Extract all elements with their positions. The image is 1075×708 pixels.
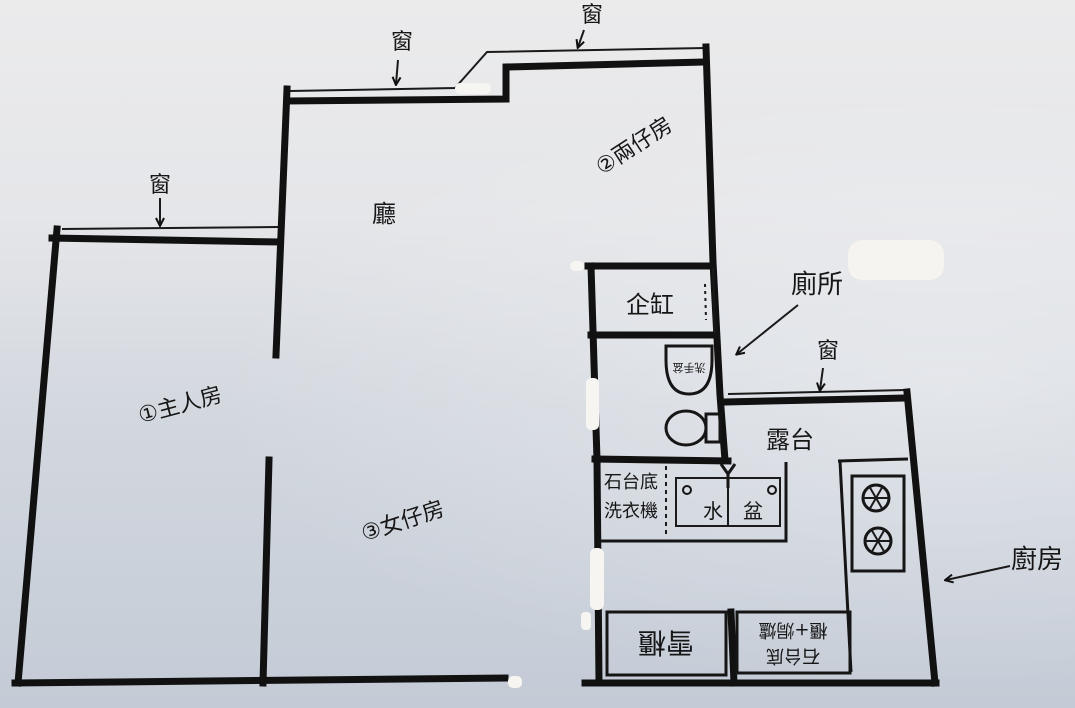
window-markers: 窗 窗 窗 窗 <box>149 3 839 390</box>
living-room-top-wall <box>283 58 710 105</box>
callouts: 廁所 廚房 <box>737 270 1063 580</box>
living-partition-wall <box>272 85 291 359</box>
burner-icon <box>863 526 893 556</box>
fridge-divider-wall <box>727 608 738 687</box>
counter-top-edge <box>837 457 909 463</box>
boys-room-label: ②兩仔房 <box>592 113 678 181</box>
shower-drain-line <box>704 283 707 321</box>
whiteout-patches <box>455 83 944 688</box>
window-line-master <box>61 226 279 230</box>
bathroom-fixtures <box>664 267 722 447</box>
kitchen-callout-label: 廚房 <box>1011 545 1063 575</box>
window-label-balcony: 窗 <box>817 339 839 364</box>
bathroom-left-wall <box>587 262 601 464</box>
window-label-boys-room: 窗 <box>581 3 603 28</box>
sink-label-right: 盆 <box>743 499 763 523</box>
master-bedroom-top-wall <box>48 234 282 246</box>
tap-icon <box>719 463 737 488</box>
shower-label: 企缸 <box>626 291 674 319</box>
wash-basin <box>664 344 714 396</box>
burner-icon <box>861 483 891 513</box>
basin-label: 洗手盆 <box>673 361 706 375</box>
fridge-label: 雪櫃 <box>638 626 694 659</box>
oven-label: 石台底 櫃+焗爐 <box>758 619 827 666</box>
stove <box>850 474 906 573</box>
east-wall <box>702 43 729 464</box>
window-line-living <box>289 47 707 92</box>
window-label-living: 窗 <box>391 30 413 55</box>
oven-label-line2: 櫃+焗爐 <box>758 619 827 640</box>
toilet-tank <box>704 412 722 444</box>
kitchen-callout-arrow-icon <box>946 565 1011 580</box>
sink-knob-left <box>682 485 692 495</box>
master-bedroom-left-wall <box>14 225 61 687</box>
balcony-label: 露台 <box>766 426 814 454</box>
toilet-callout-label: 廁所 <box>791 270 843 300</box>
bathroom-bottom-wall <box>591 455 732 465</box>
master-bedroom-label: ①主人房 <box>136 383 225 429</box>
toilet-bowl <box>664 409 708 447</box>
window-arrow-icon <box>396 59 398 84</box>
girls-room-label: ③女仔房 <box>358 497 447 547</box>
window-arrow-icon <box>820 367 823 390</box>
oven-counter-box <box>735 610 852 675</box>
sink-knob-right <box>767 485 777 495</box>
counter-outline <box>598 462 788 543</box>
washer-label-line2: 洗衣機 <box>604 501 658 522</box>
window-line-balcony <box>727 389 907 395</box>
living-room-label: 廳 <box>372 200 396 228</box>
toilet-callout-arrow-icon <box>737 304 799 354</box>
washer-label-line1: 石台底 <box>604 472 658 493</box>
shower-inner-line <box>712 267 716 334</box>
sink-label-left: 水 <box>703 499 723 523</box>
bedroom-partition-wall <box>259 456 273 687</box>
balcony-top-wall <box>720 394 911 406</box>
window-arrow-icon <box>578 29 585 47</box>
fixture-labels: 石台底 洗衣機 水 盆 洗手盆 雪櫃 石台底 櫃+焗爐 <box>604 361 828 666</box>
oven-label-line1: 石台底 <box>766 645 820 666</box>
sink-counter <box>598 462 788 543</box>
window-label-master: 窗 <box>149 173 171 198</box>
kitchen-right-wall <box>903 388 939 687</box>
kitchen-counter <box>605 457 909 677</box>
fridge-box <box>605 610 728 677</box>
walls <box>11 43 940 687</box>
